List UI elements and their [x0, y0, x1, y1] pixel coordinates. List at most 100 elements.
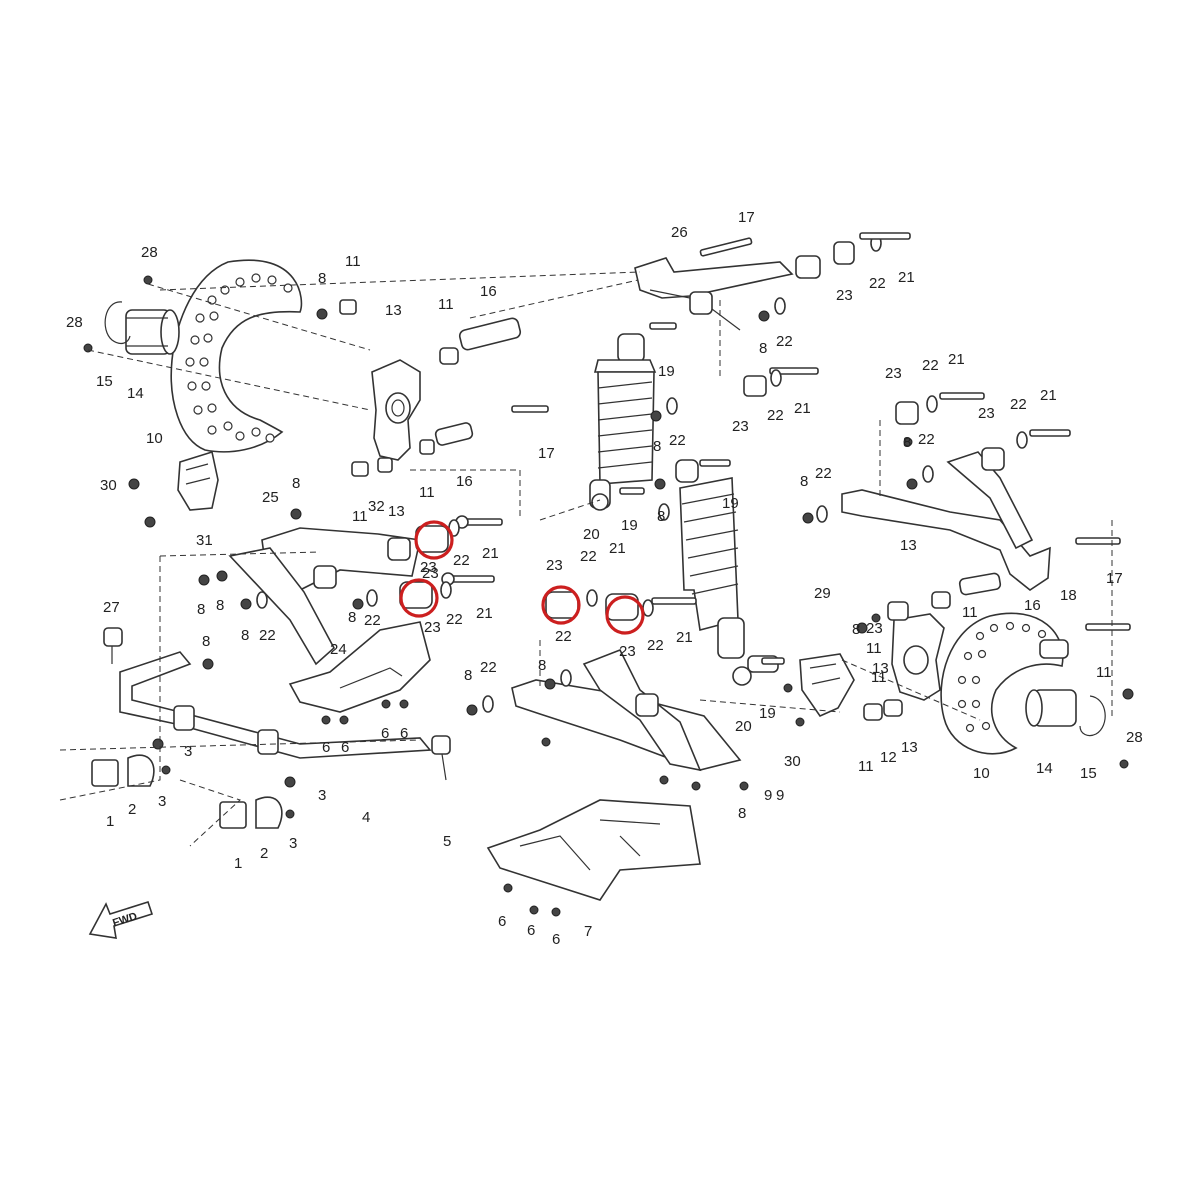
callout: 2 — [260, 845, 268, 862]
brake-disc-left — [170, 259, 303, 453]
callout: 11 — [962, 604, 978, 621]
callout: 19 — [759, 705, 776, 722]
callout: 3 — [158, 793, 166, 810]
callout: 20 — [735, 718, 752, 735]
callout: 22 — [669, 432, 686, 449]
callout: 6 — [400, 725, 408, 742]
callout: 21 — [1040, 387, 1057, 404]
callout: 12 — [880, 749, 897, 766]
wheel-bearing-left — [125, 309, 180, 355]
callout: 30 — [784, 753, 801, 770]
callout: 21 — [794, 400, 811, 417]
callout: 10 — [146, 430, 163, 447]
callout: 8 — [241, 627, 249, 644]
highlighted-bushings — [399, 520, 645, 635]
callout: 22 — [922, 357, 939, 374]
callout: 23 — [546, 557, 563, 574]
callout: 13 — [872, 660, 889, 677]
callout: 23 — [424, 619, 441, 636]
callout: 11 — [352, 508, 368, 525]
shock-absorber-right — [675, 459, 752, 686]
callout: 20 — [583, 526, 600, 543]
callout: 8 — [197, 601, 205, 618]
lower-a-arm-left — [228, 525, 449, 666]
callout: 1 — [234, 855, 242, 872]
assembly-guide-lines — [59, 271, 1113, 847]
brake-caliper-guard-left — [177, 450, 219, 511]
highlight-ring — [605, 595, 645, 635]
callout: 6 — [527, 922, 535, 939]
callout: 16 — [456, 473, 473, 490]
callout: 8 — [216, 597, 224, 614]
callout: 11 — [866, 640, 882, 657]
callout: 21 — [609, 540, 626, 557]
callout: 13 — [388, 503, 405, 520]
callout: 9 — [776, 787, 784, 804]
callout: 6 — [381, 725, 389, 742]
circlip-left — [104, 301, 131, 345]
lower-a-arm-right — [511, 591, 742, 772]
callout: 15 — [1080, 765, 1097, 782]
callout: 23 — [619, 643, 636, 660]
callout: 31 — [196, 532, 213, 549]
callout: 23 — [422, 565, 439, 582]
callout: 8 — [657, 508, 665, 525]
callout: 8 — [759, 340, 767, 357]
callout: 11 — [858, 758, 874, 775]
callout: 21 — [482, 545, 499, 562]
upper-a-arm-left — [634, 234, 882, 331]
callout: 19 — [722, 495, 739, 512]
upper-a-arm-right — [841, 401, 1051, 591]
callout: 22 — [446, 611, 463, 628]
forward-direction-arrow: FWD — [88, 901, 154, 939]
bushing-clamp-set-1 — [91, 754, 155, 787]
callout: 21 — [476, 605, 493, 622]
callout: 17 — [538, 445, 555, 462]
callout: 8 — [202, 633, 210, 650]
callout: 21 — [676, 629, 693, 646]
callout: 8 — [318, 270, 326, 287]
callout: 23 — [885, 365, 902, 382]
callout: 22 — [918, 431, 935, 448]
callout: 8 — [852, 621, 860, 638]
callout: 14 — [127, 385, 144, 402]
callout: 19 — [621, 517, 638, 534]
callout: 25 — [262, 489, 279, 506]
callout: 6 — [552, 931, 560, 948]
callout: 8 — [464, 667, 472, 684]
steering-knuckle-right — [863, 572, 1069, 721]
stabilizer-bar — [103, 627, 451, 781]
callout: 8 — [538, 657, 546, 674]
callout: 17 — [1106, 570, 1123, 587]
callout: 13 — [901, 739, 918, 756]
shock-absorber-left — [589, 333, 657, 511]
callout: 21 — [898, 269, 915, 286]
callout: 23 — [978, 405, 995, 422]
callout: 6 — [498, 913, 506, 930]
brake-disc-right — [940, 612, 1064, 755]
callout: 30 — [100, 477, 117, 494]
callout: 11 — [345, 253, 361, 270]
callout: 11 — [1096, 664, 1112, 681]
callout: 2 — [128, 801, 136, 818]
callout: 8 — [903, 434, 911, 451]
callout: 4 — [362, 809, 370, 826]
callout: 13 — [900, 537, 917, 554]
callout: 23 — [420, 559, 437, 576]
callout: 1 — [106, 813, 114, 830]
callout: 16 — [1024, 597, 1041, 614]
callout: 29 — [814, 585, 831, 602]
callout: 14 — [1036, 760, 1053, 777]
callout: 22 — [555, 628, 572, 645]
callout: 22 — [647, 637, 664, 654]
callout: 23 — [836, 287, 853, 304]
callout: 18 — [1060, 587, 1077, 604]
callout: 27 — [103, 599, 120, 616]
callout: 22 — [259, 627, 276, 644]
highlight-ring — [414, 520, 454, 560]
callout: 13 — [385, 302, 402, 319]
wheel-bearing-right — [1025, 689, 1077, 727]
callout: 19 — [658, 363, 675, 380]
callout: 7 — [584, 923, 592, 940]
